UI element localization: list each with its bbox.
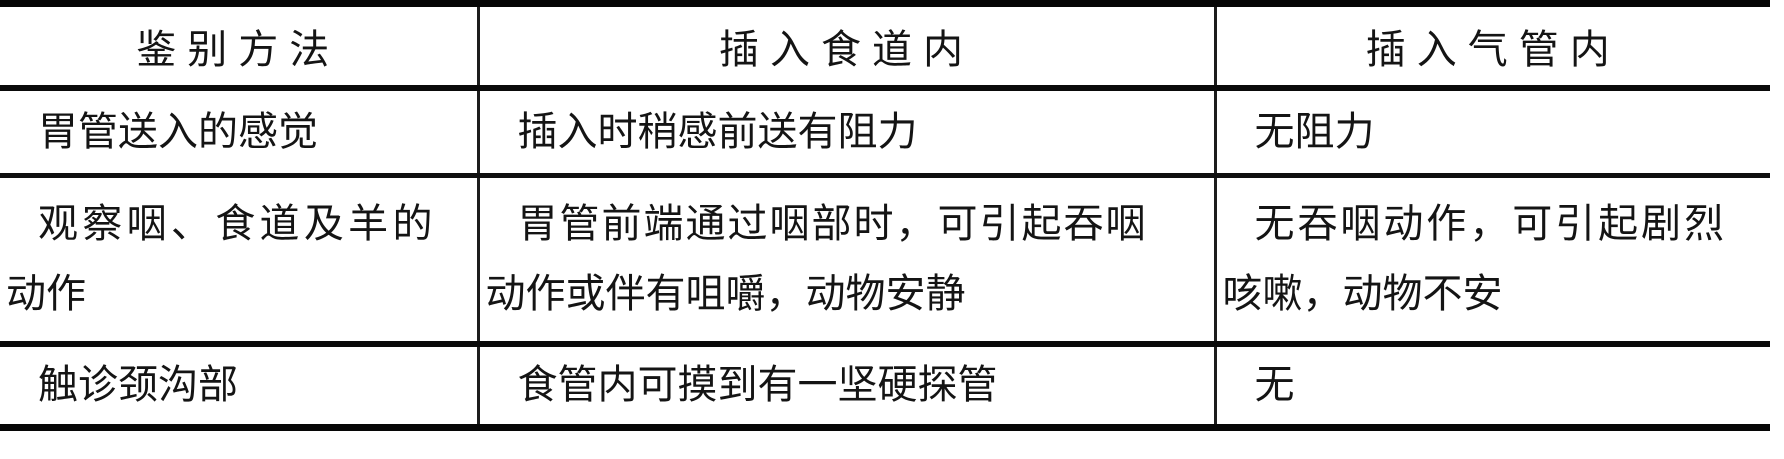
column-header-trachea: 插入气管内 — [1213, 3, 1770, 88]
header-row: 鉴别方法 插入食道内 插入气管内 — [0, 3, 1770, 88]
cell-esophagus: 插入时稍感前送有阻力 — [476, 87, 1215, 176]
cell-method: 胃管送入的感觉 — [38, 108, 318, 154]
cell-method: 触诊颈沟部 — [38, 362, 238, 408]
cell-esophagus: 食管内可摸到有一坚硬探管 — [476, 343, 1215, 428]
table-row: 胃管送入的感觉 插入时稍感前送有阻力 无阻力 — [0, 87, 1770, 176]
column-header-esophagus: 插入食道内 — [476, 3, 1215, 88]
cell-trachea: 无吞咽动作，可引起剧烈咳嗽，动物不安 — [1213, 175, 1770, 344]
table-row: 触诊颈沟部 食管内可摸到有一坚硬探管 无 — [0, 343, 1770, 428]
column-header-method: 鉴别方法 — [136, 26, 341, 72]
cell-trachea: 无阻力 — [1213, 87, 1770, 176]
gastric-tube-identification-table: 鉴别方法 插入食道内 插入气管内 胃管送入的感觉 插入时稍感前送有阻力 无阻力 … — [0, 0, 1770, 431]
table-row: 观察咽、食道及羊的动作 胃管前端通过咽部时，可引起吞咽动作或伴有咀嚼，动物安静 … — [0, 175, 1770, 344]
cell-esophagus: 胃管前端通过咽部时，可引起吞咽动作或伴有咀嚼，动物安静 — [476, 175, 1215, 344]
cell-trachea: 无 — [1213, 343, 1770, 428]
cell-method: 观察咽、食道及羊的动作 — [6, 201, 433, 317]
